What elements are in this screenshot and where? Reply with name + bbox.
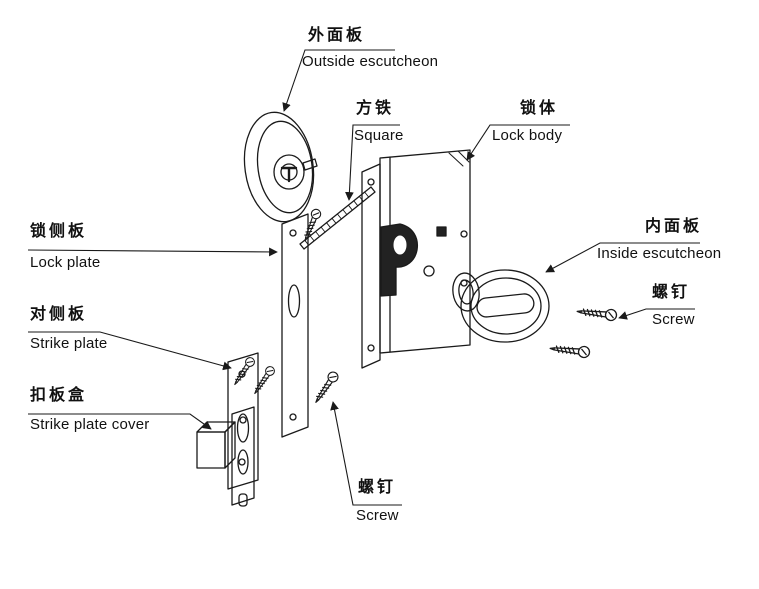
lock-body-part [361, 149, 471, 369]
leader-lock-plate [27, 247, 278, 257]
label-lock-plate-zh: 锁侧板 [30, 223, 88, 240]
square-rod-part [299, 186, 376, 250]
label-screw-bottom-zh: 螺钉 [358, 479, 397, 496]
label-outside-escutcheon-zh: 外面板 [308, 27, 366, 44]
label-strike-plate-cover-en: Strike plate cover [30, 416, 150, 433]
leader-strike-plate [28, 331, 232, 371]
leader-outside-escutcheon [282, 49, 395, 112]
leader-screw-bottom [330, 401, 402, 506]
leader-square [345, 124, 400, 201]
label-inside-escutcheon-zh: 内面板 [645, 218, 703, 235]
label-screw-right-en: Screw [652, 311, 695, 328]
label-lock-body-zh: 锁体 [520, 100, 559, 117]
label-strike-plate-en: Strike plate [30, 335, 108, 352]
label-square-en: Square [354, 127, 404, 144]
leader-screw-right [618, 308, 695, 320]
label-strike-plate-zh: 对侧板 [30, 306, 88, 323]
label-screw-right-zh: 螺钉 [652, 284, 691, 301]
label-lock-body-en: Lock body [492, 127, 563, 144]
label-inside-escutcheon-en: Inside escutcheon [597, 245, 722, 262]
inside-escutcheon-part [452, 269, 550, 343]
leader-inside-escutcheon [545, 242, 700, 273]
label-screw-bottom-en: Screw [356, 507, 399, 524]
strike-plate-screw-2 [250, 364, 277, 397]
leader-strike-plate-cover [28, 413, 212, 430]
label-outside-escutcheon-en: Outside escutcheon [302, 53, 439, 70]
lock-plate-screw-bottom [311, 369, 341, 406]
leader-lock-body [466, 124, 570, 161]
label-square-zh: 方铁 [356, 100, 395, 117]
label-lock-plate-en: Lock plate [30, 254, 101, 271]
outside-escutcheon-part [243, 111, 318, 223]
label-strike-plate-cover-zh: 扣板盒 [30, 387, 88, 404]
strike-plate-cover-part [196, 406, 255, 507]
escutcheon-screw-1 [575, 305, 618, 322]
escutcheon-screw-2 [548, 342, 591, 359]
lock-plate-part [281, 213, 309, 438]
